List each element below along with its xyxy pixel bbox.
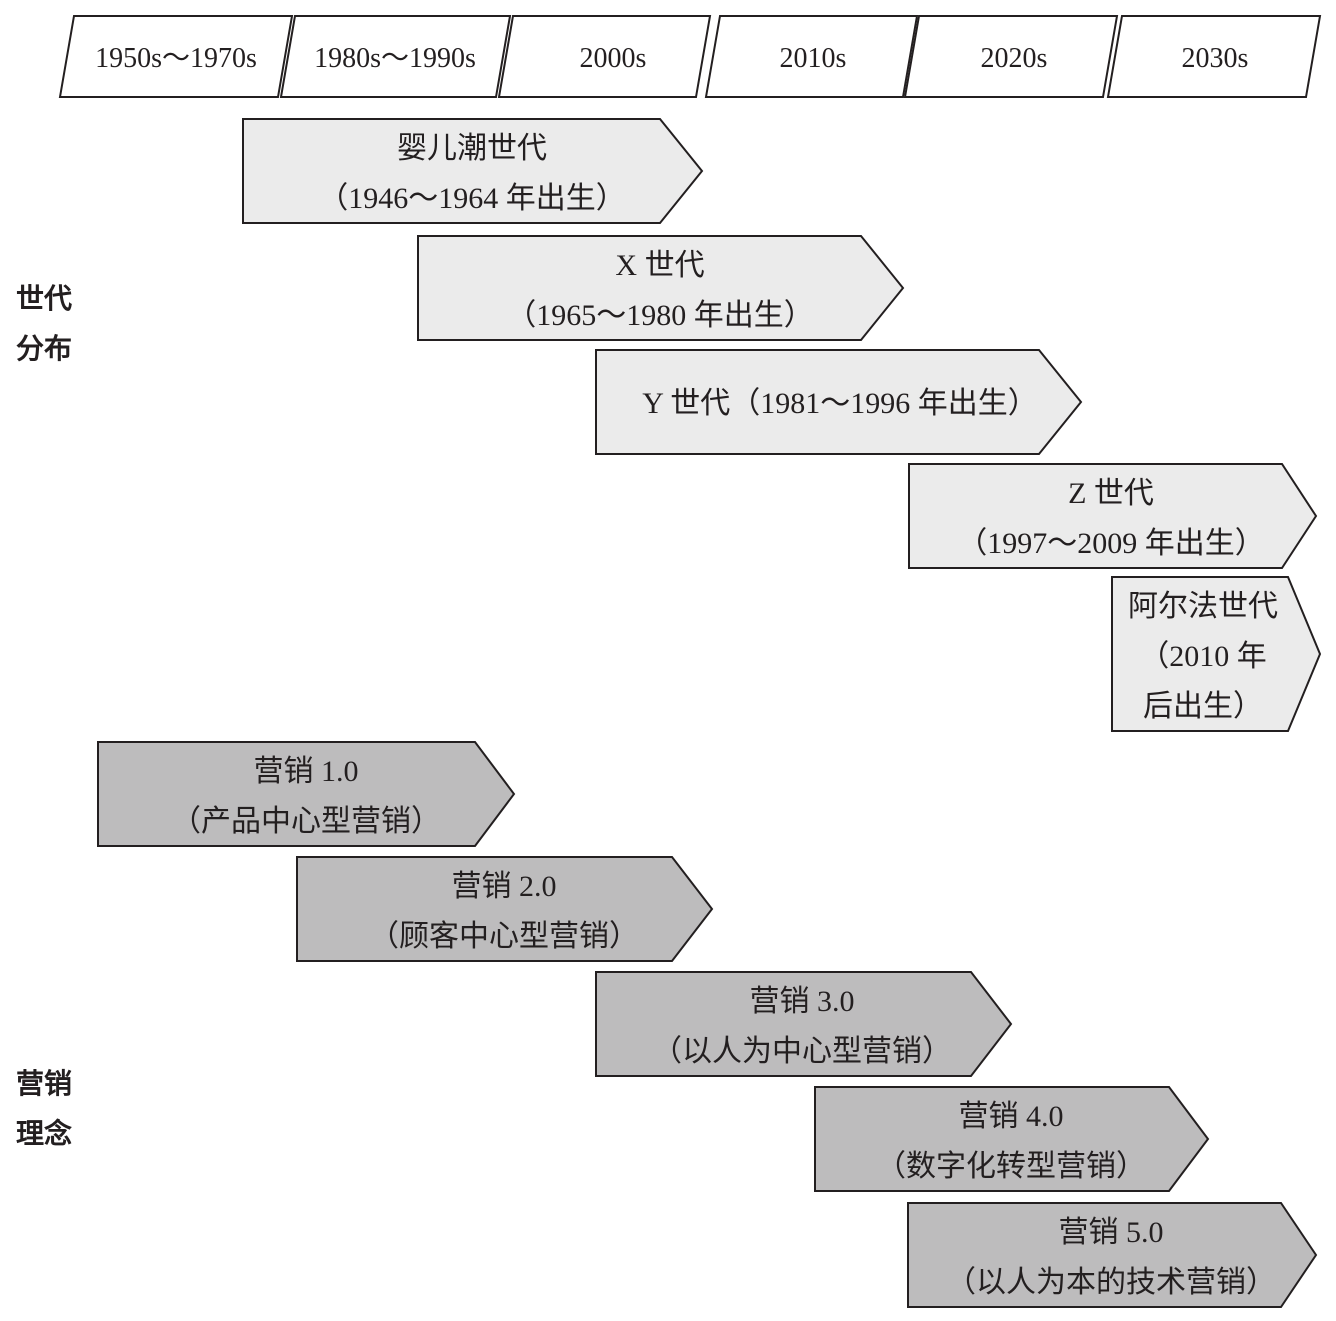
decade-label: 2000s (580, 43, 647, 74)
arrow-text-line: 营销 1.0 (254, 755, 359, 788)
arrow-text-line: Y 世代（1981～1996 年出生） (642, 387, 1038, 420)
arrow-text-line: （数字化转型营销） (876, 1150, 1146, 1183)
arrow-text-line: 阿尔法世代 (1128, 590, 1278, 623)
marketing-row-label: 营销 理念 (16, 1067, 72, 1150)
generation-arrow-gen-x: X 世代 （1965～1980 年出生） (417, 235, 905, 341)
decade-cell: 2020s (903, 15, 1119, 98)
decade-label: 1950s～1970s (95, 43, 257, 74)
arrow-text-line: （以人为本的技术营销） (946, 1266, 1276, 1299)
decade-cell: 2010s (704, 15, 919, 98)
arrow-text-line: （顾客中心型营销） (369, 920, 639, 953)
decade-cell: 2030s (1106, 15, 1322, 98)
decade-label: 1980s～1990s (314, 43, 476, 74)
marketing-arrow-4-0: 营销 4.0 （数字化转型营销） (814, 1086, 1210, 1192)
arrow-text-line: （2010 年 (1139, 640, 1267, 673)
marketing-arrow-1-0: 营销 1.0 （产品中心型营销） (97, 741, 516, 847)
generation-arrow-gen-z: Z 世代 （1997～2009 年出生） (908, 463, 1318, 569)
row-label-line: 营销 (16, 1067, 72, 1100)
generation-arrow-gen-y: Y 世代（1981～1996 年出生） (595, 349, 1083, 455)
decade-cell: 2000s (497, 15, 712, 98)
marketing-arrow-5-0: 营销 5.0 （以人为本的技术营销） (907, 1202, 1318, 1308)
arrow-text-line: （1965～1980 年出生） (506, 299, 814, 332)
arrow-text-line: 营销 4.0 (959, 1100, 1064, 1133)
arrow-text-line: 营销 3.0 (750, 985, 855, 1018)
arrow-text-line: （1946～1964 年出生） (318, 182, 626, 215)
row-label-line: 世代 (16, 282, 72, 315)
generation-arrow-gen-alpha: 阿尔法世代 （2010 年 后出生） (1111, 576, 1322, 732)
row-label-line: 理念 (16, 1117, 72, 1150)
arrow-text-line: X 世代 (615, 249, 704, 282)
decade-label: 2010s (780, 43, 847, 74)
marketing-arrows: 营销 1.0 （产品中心型营销） 营销 2.0 （顾客中心型营销） 营销 3.0… (97, 741, 1318, 1308)
decade-cell: 1950s～1970s (58, 15, 294, 98)
decade-cell: 1980s～1990s (279, 15, 512, 98)
timeline-header: 1950s～1970s 1980s～1990s 2000s 2010s 2020… (58, 15, 1322, 98)
row-label-line: 分布 (16, 332, 72, 365)
arrow-text-line: 营销 2.0 (452, 870, 557, 903)
generation-arrows: 婴儿潮世代 （1946～1964 年出生） X 世代 （1965～1980 年出… (242, 118, 1322, 732)
arrow-text-line: Z 世代 (1068, 477, 1154, 510)
decade-label: 2030s (1182, 43, 1249, 74)
marketing-arrow-3-0: 营销 3.0 （以人为中心型营销） (595, 971, 1013, 1077)
arrow-text-line: 营销 5.0 (1059, 1216, 1164, 1249)
decade-label: 2020s (981, 43, 1048, 74)
arrow-text-line: （1997～2009 年出生） (957, 527, 1265, 560)
generation-arrow-baby-boomers: 婴儿潮世代 （1946～1964 年出生） (242, 118, 704, 224)
arrow-text-line: 婴儿潮世代 (397, 132, 547, 165)
arrow-text-line: （以人为中心型营销） (652, 1035, 952, 1068)
arrow-text-line: 后出生） (1143, 690, 1263, 723)
generation-row-label: 世代 分布 (16, 282, 72, 365)
marketing-arrow-2-0: 营销 2.0 （顾客中心型营销） (296, 856, 714, 962)
arrow-text-line: （产品中心型营销） (171, 805, 441, 838)
